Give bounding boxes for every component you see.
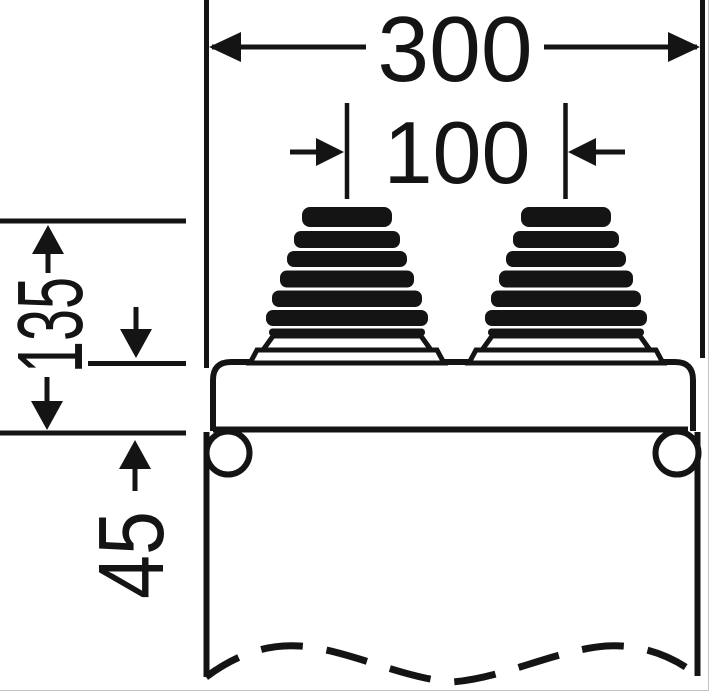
arrowhead-up-icon <box>32 225 64 254</box>
extension-lines-overall-width <box>204 0 705 368</box>
gland-rib <box>499 270 633 288</box>
dimension-gland-section-height: 135 <box>0 225 102 430</box>
dimension-lid-section-height: 45 <box>80 307 183 599</box>
gland-rib <box>280 270 414 288</box>
dimension-overall-width: 300 <box>209 0 700 101</box>
gland-rib <box>302 207 392 227</box>
hinge-pin-right <box>652 428 702 478</box>
dimension-label-overall-width: 300 <box>377 0 532 101</box>
break-line <box>203 642 701 686</box>
arrowhead-right-icon <box>668 32 700 62</box>
dimension-label-lid-section-height: 45 <box>80 511 183 599</box>
dimension-label-gland-spacing: 100 <box>384 103 531 202</box>
left-reference-lines <box>0 218 186 436</box>
enclosure-lower-body <box>203 432 701 677</box>
arrowhead-down-icon <box>31 401 63 430</box>
gland-rib <box>491 290 641 307</box>
arrowhead-inward-left-icon <box>316 138 344 166</box>
cable-gland-left <box>245 207 449 366</box>
gland-rib <box>272 290 422 307</box>
dimension-label-gland-section-height: 135 <box>0 277 102 373</box>
enclosure-lid-outline <box>210 359 696 431</box>
gland-rib <box>287 251 407 267</box>
arrowhead-left-icon <box>209 32 241 62</box>
cable-gland-right <box>464 207 668 366</box>
gland-base-flange <box>245 347 449 366</box>
gland-base-flange <box>464 347 668 366</box>
dimension-gland-spacing: 100 <box>290 103 625 202</box>
gland-rib <box>506 251 626 267</box>
gland-rib <box>294 231 400 248</box>
gland-rib <box>485 310 647 326</box>
hinge-pin-left <box>203 428 253 478</box>
arrowhead-inward-right-icon <box>568 138 596 166</box>
gland-rib <box>513 231 619 248</box>
gland-rib <box>521 207 611 227</box>
gland-rib <box>266 310 428 326</box>
arrowhead-up-icon <box>119 440 151 469</box>
arrowhead-down-icon <box>120 329 152 358</box>
